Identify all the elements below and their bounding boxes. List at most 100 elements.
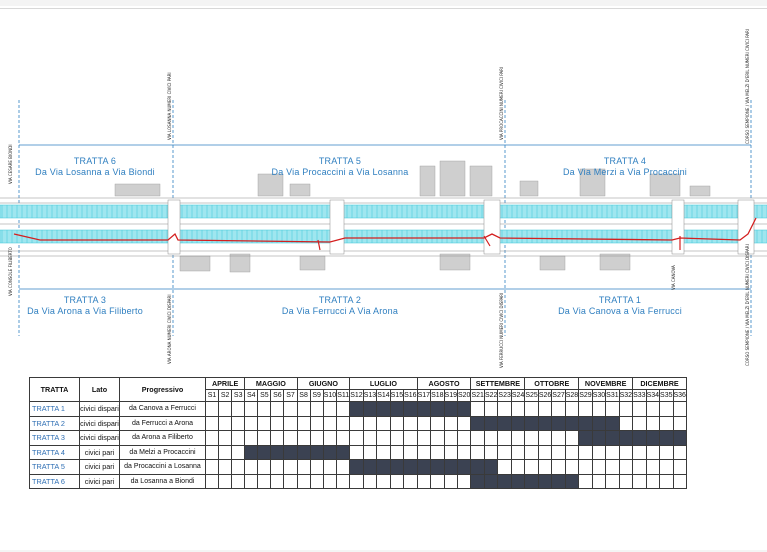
work-week-cell <box>578 401 593 417</box>
work-week-cell <box>672 473 687 489</box>
work-week-cell <box>283 401 298 417</box>
week-header: S21 <box>470 389 485 402</box>
section-label-tratta-1: TRATTA 1 Da Via Canova a Via Ferrucci <box>535 295 705 316</box>
week-header: S19 <box>443 389 459 402</box>
section-title: TRATTA 3 <box>63 295 107 305</box>
work-week-cell <box>430 473 445 489</box>
work-week-cell-active <box>416 401 432 417</box>
cross-street <box>483 199 501 255</box>
header-tratta: TRATTA <box>29 377 80 402</box>
week-header: S3 <box>231 389 246 402</box>
cross-street <box>671 199 685 255</box>
work-week-cell <box>283 473 298 489</box>
building <box>439 253 471 271</box>
work-week-cell <box>672 401 687 417</box>
week-header: S25 <box>524 389 539 402</box>
work-week-cell <box>362 444 378 460</box>
work-week-cell <box>645 473 661 489</box>
week-header: S11 <box>336 389 351 402</box>
week-header: S27 <box>551 389 566 402</box>
work-week-cell-active <box>389 459 405 475</box>
month-header: NOVEMBRE <box>578 377 634 390</box>
work-week-cell <box>497 401 512 417</box>
work-week-cell-active <box>591 415 607 431</box>
work-week-cell <box>443 444 459 460</box>
work-week-cell <box>296 430 311 446</box>
work-week-cell-active <box>524 473 539 489</box>
work-week-cell <box>632 415 647 431</box>
building <box>114 183 161 197</box>
work-week-cell <box>443 473 459 489</box>
work-week-cell <box>403 430 418 446</box>
work-week-cell-active <box>456 459 472 475</box>
building <box>289 183 311 197</box>
buildings <box>114 160 711 273</box>
work-week-cell <box>416 444 432 460</box>
work-week-cell <box>336 401 351 417</box>
work-week-cell <box>537 459 553 475</box>
work-week-cell <box>218 430 233 446</box>
work-week-cell-active <box>283 444 298 460</box>
work-week-cell <box>578 473 593 489</box>
work-week-cell <box>564 430 580 446</box>
row-lato: civici pari <box>79 444 120 460</box>
work-week-cell <box>283 459 298 475</box>
week-header: S1 <box>204 389 220 402</box>
work-week-cell <box>257 473 272 489</box>
week-header: S22 <box>483 389 499 402</box>
week-header: S5 <box>257 389 272 402</box>
row-progressivo: da Losanna a Biondi <box>119 473 206 489</box>
work-week-cell <box>551 459 566 475</box>
work-week-cell <box>456 473 472 489</box>
work-week-cell-active <box>443 401 459 417</box>
work-week-cell-active <box>403 459 418 475</box>
work-week-cell <box>309 459 324 475</box>
street-label: VIA CESARE BIONDI <box>8 144 13 185</box>
work-week-cell <box>645 401 661 417</box>
section-title: TRATTA 4 <box>603 156 647 166</box>
work-week-cell <box>672 459 687 475</box>
row-lato: civici dispari <box>79 415 120 431</box>
work-week-cell-active <box>551 415 566 431</box>
row-tratta: TRATTA 3 <box>29 430 80 446</box>
week-header: S6 <box>270 389 285 402</box>
cross-street <box>329 199 345 255</box>
building <box>519 180 539 197</box>
work-week-cell-active <box>362 459 378 475</box>
work-week-cell <box>605 473 620 489</box>
week-header: S24 <box>510 389 526 402</box>
work-week-cell <box>483 444 499 460</box>
section-label-tratta-3: TRATTA 3 Da Via Arona a Via Filiberto <box>20 295 150 316</box>
work-week-cell-active <box>470 459 485 475</box>
work-week-cell-active <box>605 430 620 446</box>
work-week-cell <box>231 473 246 489</box>
row-lato: civici pari <box>79 459 120 475</box>
work-week-cell-active <box>645 430 661 446</box>
work-week-cell-active <box>349 401 364 417</box>
week-header: S28 <box>564 389 580 402</box>
work-week-cell <box>231 459 246 475</box>
work-week-cell <box>322 473 338 489</box>
work-week-cell <box>309 415 324 431</box>
work-week-cell-active <box>537 473 553 489</box>
week-header: S2 <box>218 389 233 402</box>
work-week-cell <box>244 430 259 446</box>
work-week-cell <box>204 401 220 417</box>
work-week-cell <box>362 473 378 489</box>
work-week-cell <box>497 444 512 460</box>
work-week-cell <box>322 401 338 417</box>
work-week-cell <box>389 415 405 431</box>
header-lato: Lato <box>79 377 120 402</box>
street-label: CORSO SEMPIONE / VIA MELZI D'ERIL NUMERI… <box>745 244 750 366</box>
work-week-cell-active <box>524 415 539 431</box>
work-week-cell-active <box>309 444 324 460</box>
week-header: S10 <box>322 389 338 402</box>
month-header: AGOSTO <box>416 377 472 390</box>
work-week-cell-active <box>443 459 459 475</box>
work-week-cell <box>244 473 259 489</box>
work-week-cell <box>376 415 391 431</box>
section-title: TRATTA 2 <box>318 295 362 305</box>
work-week-cell <box>605 444 620 460</box>
